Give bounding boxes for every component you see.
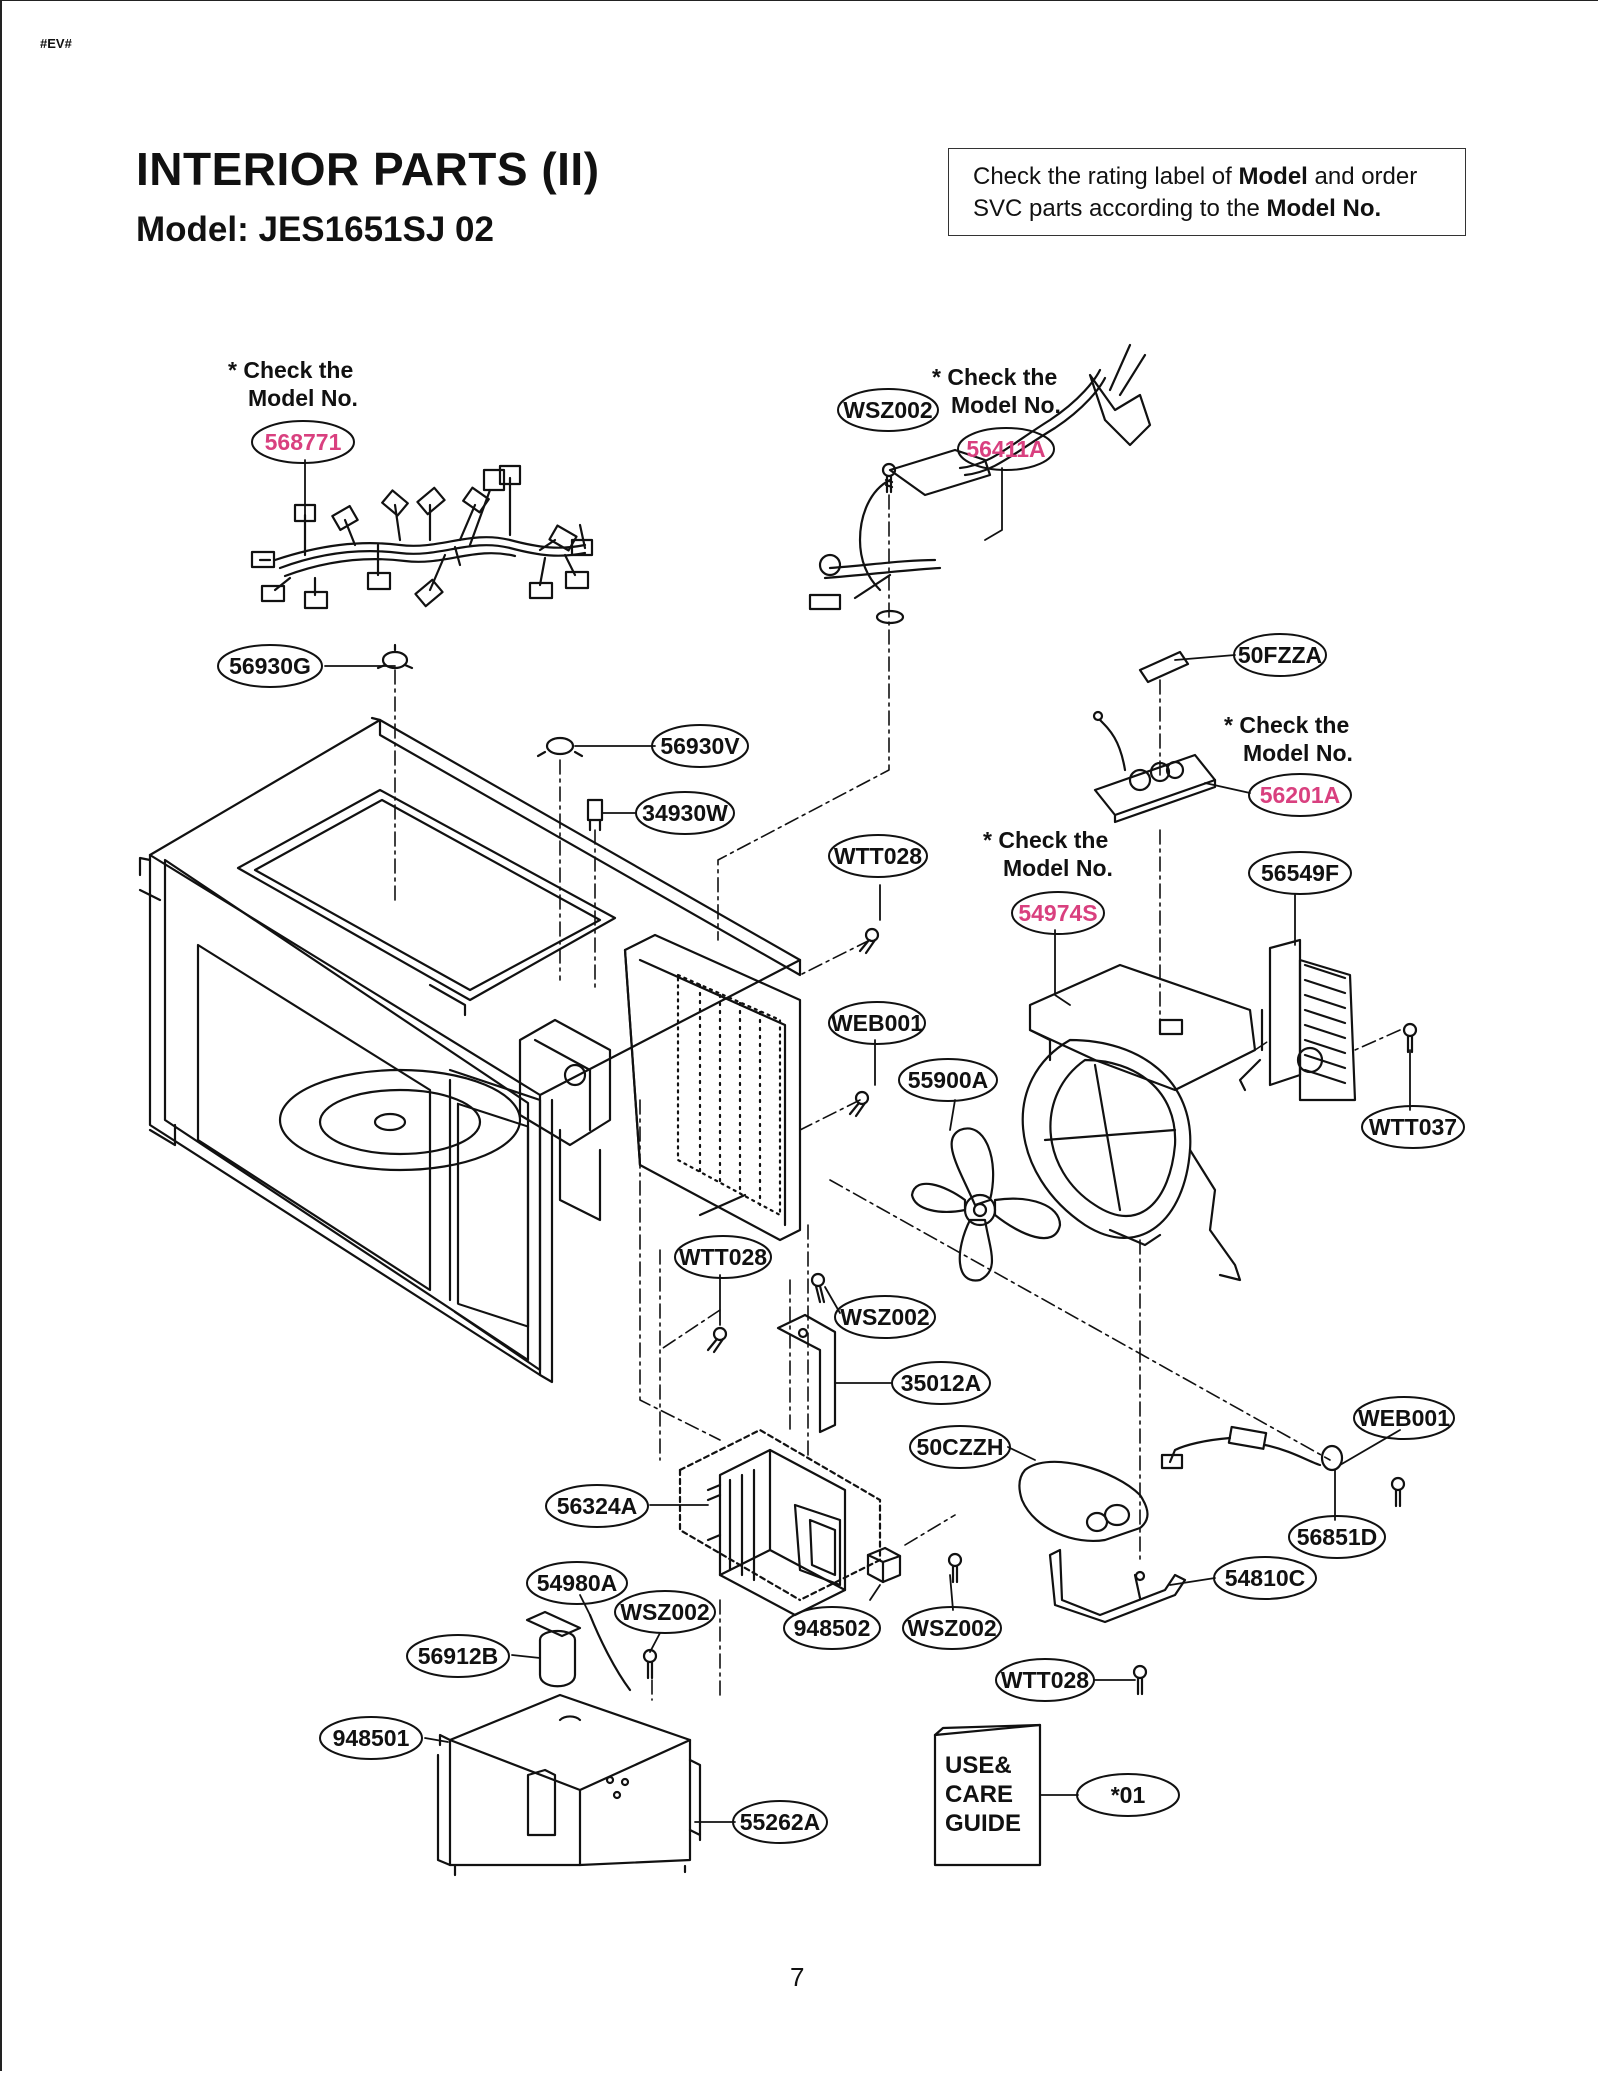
control-panel-drawing [623,933,802,1242]
callout-56851d: 56851D [1297,1524,1378,1550]
model-label: Model: JES1651SJ 02 [136,210,494,249]
callout-54980a: 54980A [537,1570,618,1596]
callout-56930g: 56930G [229,653,311,679]
oven-cavity-drawing [138,716,802,1384]
note-duct-line1: * Check the [983,827,1108,853]
callout-56930v: 56930V [660,733,740,759]
notice-text-1: Check the rating label of [973,163,1239,190]
guide-line-3: GUIDE [945,1810,1021,1837]
callout-labels: 568771 56411A WSZ002 56930G 56930V 34930… [229,397,1457,1835]
callout-wtt028-low: WTT028 [1001,1667,1089,1693]
power-cord-drawing [808,343,1152,625]
callout-56549f: 56549F [1261,860,1339,886]
fan-motor-drawing [1238,938,1357,1102]
callout-54810c: 54810C [1225,1565,1306,1591]
callout-568771: 568771 [265,429,342,455]
callout-guide-part: *01 [1111,1782,1146,1808]
fan-blade-drawing [910,1127,1062,1282]
capacitor-drawing [1018,1460,1149,1542]
guide-line-1: USE& [945,1752,1012,1779]
turntable-motor-drawing [525,1610,632,1692]
callout-56201a: 56201A [1260,782,1341,808]
diode-drawing [1160,1425,1344,1472]
note-filter-line1: * Check the [1224,712,1349,738]
callout-34930w: 34930W [642,800,728,826]
callout-wsz002-mid: WSZ002 [840,1304,929,1330]
callout-56411a: 56411A [966,436,1045,462]
note-filter-line2: Model No. [1243,740,1353,766]
callout-948501: 948501 [333,1725,410,1751]
block-948502-drawing [866,1546,902,1584]
page-number: 7 [790,1962,805,1992]
callout-55262a: 55262A [740,1809,821,1835]
callout-948502: 948502 [794,1615,871,1641]
thermostats [376,643,604,832]
screws [642,462,1418,1696]
note-harness-line2: Model No. [248,385,358,411]
callout-web001-right: WEB001 [1358,1405,1450,1431]
document-tag: #EV# [40,36,72,51]
callout-50fzza: 50FZZA [1238,642,1322,668]
note-cord-line1: * Check the [932,364,1057,390]
capacitor-bracket-drawing [1048,1548,1187,1624]
assembly-lines [394,494,1401,1701]
bracket-drawing [776,1313,837,1434]
callout-56912b: 56912B [418,1643,499,1669]
callout-56324a: 56324A [557,1493,638,1519]
callout-wsz002-low2: WSZ002 [907,1615,996,1641]
magnetron-drawing [678,1428,882,1617]
leader-lines [304,459,1411,1823]
guide-line-2: CARE [945,1781,1013,1808]
callout-35012a: 35012A [901,1370,982,1396]
callout-54974s: 54974S [1018,900,1097,926]
notice-bold-2: Model No. [1266,195,1382,222]
callout-wtt028-mid: WTT028 [679,1244,767,1270]
noise-filter-drawing [1092,650,1217,824]
note-duct-line2: Model No. [1003,855,1113,881]
notice-bold-1: Model [1238,163,1308,190]
callout-web001-upper: WEB001 [831,1010,923,1036]
callout-55900a: 55900A [908,1067,989,1093]
note-cord-line2: Model No. [951,392,1061,418]
page-title: INTERIOR PARTS (II) [136,143,600,195]
callout-ovals [217,388,1465,1844]
guide-booklet-text: USE& CARE GUIDE [945,1752,1021,1837]
callout-wsz002-low: WSZ002 [620,1599,709,1625]
callout-wsz002-top: WSZ002 [843,397,932,423]
wire-harness-drawing [250,464,594,610]
check-notes: * Check the Model No. * Check the Model … [228,357,1353,881]
transformer-drawing [436,1693,702,1877]
notice-box: Check the rating label of Model and orde… [948,148,1466,236]
note-harness-line1: * Check the [228,357,353,383]
callout-wtt028-upper: WTT028 [834,843,922,869]
notice-text-2: and order SVC parts according to the [973,163,1418,222]
guide-booklet-drawing [933,1723,1042,1867]
fan-duct-drawing [1021,963,1257,1282]
callout-wtt037: WTT037 [1369,1114,1457,1140]
callout-50czzh: 50CZZH [917,1434,1004,1460]
